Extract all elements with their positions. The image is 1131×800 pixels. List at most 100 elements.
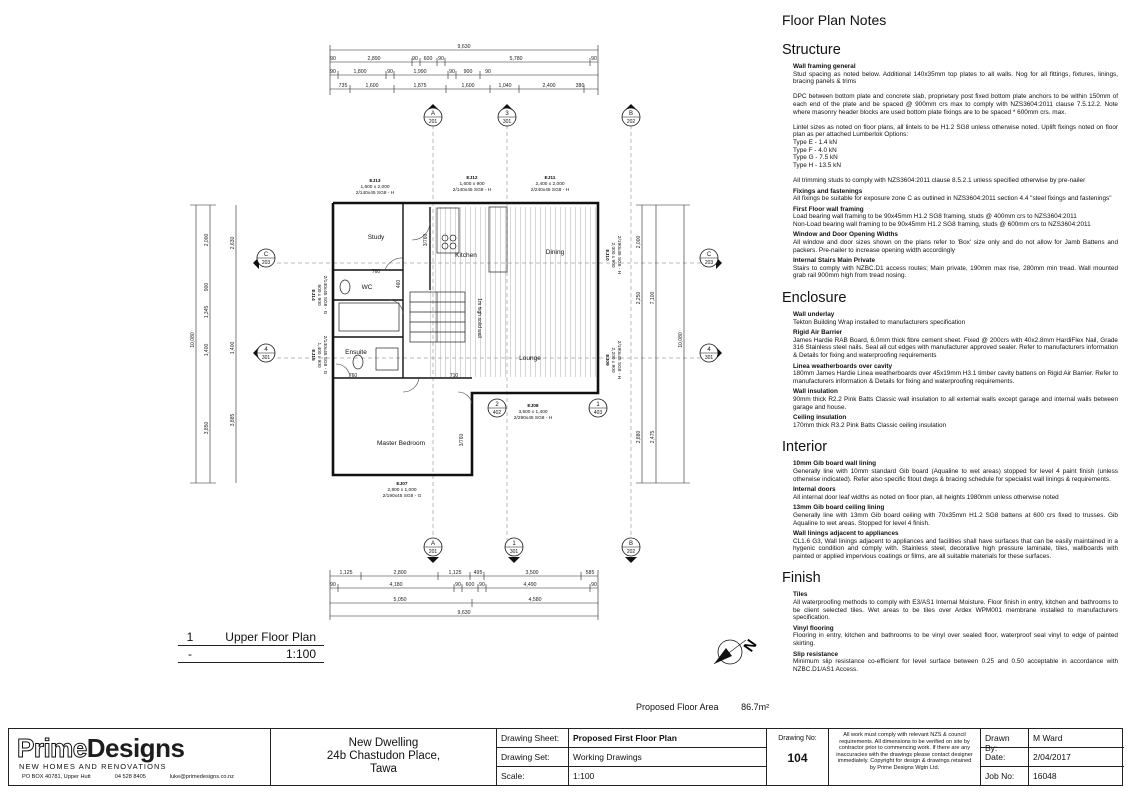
room-ensuite: Ensuite bbox=[345, 349, 367, 356]
dim-top-r3-2: 1,875 bbox=[414, 83, 427, 89]
marker-bot-b: B 202 bbox=[621, 537, 641, 563]
marker-left-4-id: 4 bbox=[264, 347, 268, 353]
plan-scale-row: - 1:100 bbox=[178, 646, 324, 663]
stair bbox=[409, 291, 466, 343]
notes-item-heading: 13mm Gib board ceiling lining bbox=[793, 504, 885, 512]
beam-ej09-spec: 2/190x45 SG8 - H bbox=[616, 341, 622, 380]
notes-item-heading: Wall underlay bbox=[793, 311, 835, 319]
dim-top-r3-3: 1,600 bbox=[462, 83, 475, 89]
notes-item-heading: Tiles bbox=[793, 591, 808, 599]
dim-left-a5: 1,345 bbox=[204, 306, 210, 319]
logo-tagline: NEW HOMES AND RENOVATIONS bbox=[19, 762, 167, 771]
dim-top-r3-1: 1,600 bbox=[366, 83, 379, 89]
section-markers: A 201 3 301 B 202 bbox=[253, 104, 722, 563]
project-line-1: New Dwelling bbox=[348, 737, 419, 749]
notes-item-body: Minimum slip resistance co-efficient for… bbox=[793, 658, 1118, 673]
scale-label: Scale: bbox=[497, 767, 569, 786]
dim-bot-r3-1: 4,580 bbox=[529, 597, 542, 603]
beam-ej15-id: EJ15 bbox=[310, 349, 316, 361]
date-value: 2/04/2017 bbox=[1033, 752, 1071, 762]
company-logo-cell: PrimeDesigns NEW HOMES AND RENOVATIONS P… bbox=[9, 729, 271, 785]
drawing-set-value: Working Drawings bbox=[573, 752, 642, 762]
notes-item-body: All window and door sizes shown on the p… bbox=[793, 239, 1118, 254]
notes-item-heading: Wall linings adjacent to appliances bbox=[793, 530, 899, 538]
marker-left-c-sheet: 203 bbox=[262, 260, 271, 266]
bottom-dimension-labels: 1,125 2,800 1,125 495 3,500 585 90 4,180… bbox=[330, 570, 597, 616]
dim-left-overall: 10,080 bbox=[190, 332, 196, 348]
notes-item-body: Flooring in entry, kitchen and bathrooms… bbox=[793, 632, 1118, 648]
notes-item-heading: Slip resistance bbox=[793, 650, 839, 658]
marker-top-3-sheet: 301 bbox=[503, 119, 512, 125]
marker-left-c-id: C bbox=[264, 252, 269, 258]
top-dimension-labels: 9,630 90 2,890 90 600 90 5,780 90 90 1,8… bbox=[330, 44, 597, 89]
beam-ej13-size: 1,600 x 2,000 bbox=[360, 184, 389, 190]
dim-bot-r2-5: 4,490 bbox=[524, 582, 537, 588]
marker-bot-b-sheet: 202 bbox=[627, 549, 636, 555]
marker-bot-b-id: B bbox=[629, 541, 633, 547]
drawing-set-label: Drawing Set: bbox=[497, 748, 569, 766]
job-number-row: Job No: 16048 bbox=[981, 767, 1124, 786]
dim-right-b0: 7,100 bbox=[650, 292, 656, 305]
notes-item-body: All waterproofing methods to comply with… bbox=[793, 599, 1118, 622]
drawn-info-cell: Drawn By: M Ward Date: 2/04/2017 Job No:… bbox=[981, 729, 1124, 786]
north-arrow-icon: N bbox=[713, 637, 761, 665]
dim-top-r1-1: 2,890 bbox=[368, 56, 381, 62]
drawing-info-cell: Drawing Sheet: Proposed First Floor Plan… bbox=[497, 729, 767, 786]
beam-ej08-spec: 2/290x45 SG8 - H bbox=[514, 415, 553, 421]
title-block: PrimeDesigns NEW HOMES AND RENOVATIONS P… bbox=[8, 728, 1124, 786]
drawing-sheet-row: Drawing Sheet: Proposed First Floor Plan bbox=[497, 729, 766, 748]
marker-top-b-id: B bbox=[629, 111, 633, 117]
plan-number: 1 bbox=[186, 630, 194, 644]
inner-dim-4: 760 bbox=[349, 373, 358, 379]
marker-bot-1-id: 1 bbox=[512, 541, 516, 547]
dim-bot-r1-5: 585 bbox=[586, 570, 595, 576]
drawing-number-value: 104 bbox=[787, 751, 808, 765]
notes-item-body: Stud spacing as noted below. Additional … bbox=[793, 70, 1118, 184]
notes-item-heading: Vinyl flooring bbox=[793, 624, 834, 632]
room-wc: WC bbox=[362, 284, 373, 291]
marker-top-b-sheet: 202 bbox=[627, 119, 636, 125]
beam-labels: EJ13 1,600 x 2,000 2/140x45 SG8 - H EJ12… bbox=[310, 175, 622, 499]
dim-top-r3-6: 380 bbox=[576, 83, 585, 89]
dim-top-r1-5: 5,780 bbox=[510, 56, 523, 62]
dim-right-overall: 10,080 bbox=[678, 332, 684, 348]
marker-mid-2-id: 2 bbox=[495, 402, 499, 408]
beam-ej14-id: EJ14 bbox=[310, 289, 316, 301]
marker-left-4-sheet: 301 bbox=[262, 355, 271, 361]
beam-ej10-id: EJ10 bbox=[604, 249, 610, 261]
floor-plan-drawing: 9,630 90 2,890 90 600 90 5,780 90 90 1,8… bbox=[190, 44, 761, 665]
room-study: Study bbox=[368, 234, 385, 241]
marker-bot-a-sheet: 201 bbox=[429, 549, 438, 555]
notes-item-body: 180mm James Hardie Linea weatherboards o… bbox=[793, 370, 1119, 385]
project-line-2: 24b Chastudon Place, bbox=[326, 750, 441, 762]
project-line-3: Tawa bbox=[370, 763, 397, 775]
dim-left-a1: 2,000 bbox=[204, 234, 210, 247]
plan-title-block: 1 Upper Floor Plan - 1:100 bbox=[178, 629, 324, 663]
beam-ej10-spec: 2/190x45 SG8 - H bbox=[616, 236, 622, 275]
marker-top-a-sheet: 201 bbox=[429, 119, 438, 125]
beam-ej15-size: 1,400 x 900 bbox=[316, 342, 322, 367]
notes-section-heading: Structure bbox=[782, 42, 841, 58]
marker-right-c-sheet: 203 bbox=[705, 260, 714, 266]
dim-top-r1-4: 90 bbox=[438, 56, 444, 62]
dim-top-r2-1: 1,800 bbox=[354, 69, 367, 75]
notes-item-heading: Wall insulation bbox=[793, 388, 838, 396]
logo-prime: Prime bbox=[17, 733, 88, 764]
notes-item-heading: Window and Door Opening Widths bbox=[793, 231, 898, 239]
marker-top-3-id: 3 bbox=[505, 111, 509, 117]
dim-bot-r1-1: 2,800 bbox=[394, 570, 407, 576]
dim-top-r3-5: 2,400 bbox=[543, 83, 556, 89]
notes-item-body: Generally line with 13mm Gib board ceili… bbox=[793, 511, 1118, 527]
notes-item-heading: First Floor wall framing bbox=[793, 205, 864, 213]
beam-ej12-size: 1,600 x 900 bbox=[459, 181, 484, 187]
dim-bot-r2-3: 600 bbox=[466, 582, 475, 588]
scale-value: 1:100 bbox=[573, 771, 595, 781]
dim-right-a3: 2,250 bbox=[636, 292, 642, 305]
